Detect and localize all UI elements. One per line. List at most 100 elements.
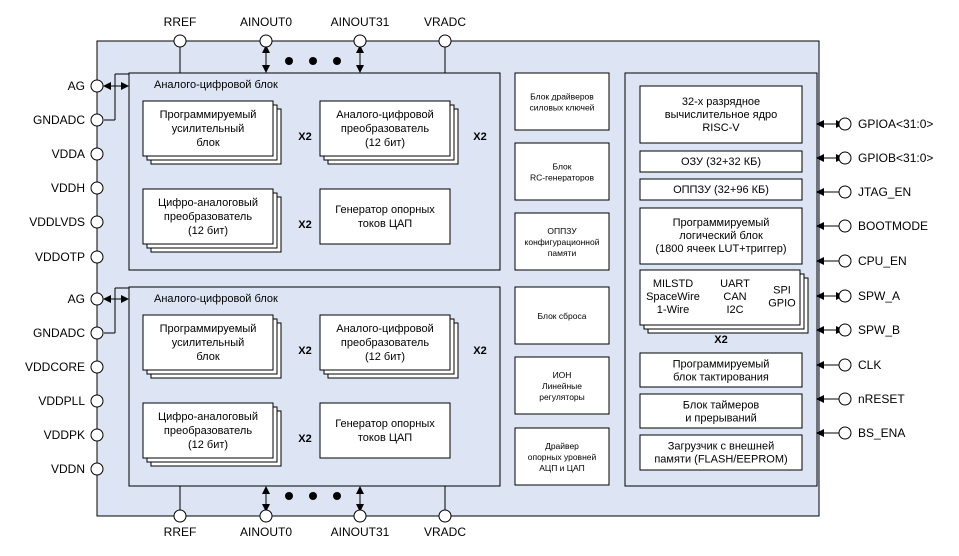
bottom-pin-0-label: RREF	[164, 525, 197, 539]
analog1-pga-text-line: блок	[196, 137, 219, 149]
left-pin-11-label: VDDN	[51, 462, 85, 476]
top-pin-2-label: AINOUT31	[331, 15, 390, 29]
iface-col1-line: MILSTD	[653, 278, 693, 290]
analog-block-2-title: Аналого-цифровой блок	[154, 293, 278, 305]
left-pin-7-label: GNDADC	[33, 326, 85, 340]
top-ellipsis-dot	[333, 57, 341, 65]
analog2-adc-box	[319, 314, 451, 371]
analog1-pga-x2: X2	[298, 131, 311, 143]
analog1-dac-text-line: (12 бит)	[188, 225, 228, 237]
left-pin-8-label: VDDCORE	[25, 360, 85, 374]
right-pin-2-pad	[838, 185, 852, 199]
analog2-pga-box	[142, 314, 274, 371]
middle-box-4-text-line: ИОН	[553, 370, 572, 380]
right-pin-9-pad	[838, 426, 852, 440]
iface-x2: X2	[714, 334, 727, 346]
left-pin-3-pad	[90, 181, 104, 195]
right-pin-3-pad	[838, 219, 852, 233]
top-pin-3-pad	[438, 34, 452, 48]
analog2-gen-text-line: токов ЦАП	[358, 432, 412, 444]
top-pin-1-pad	[259, 34, 273, 48]
left-pin-5-pad	[90, 250, 104, 264]
right-pin-5-label: SPW_A	[858, 289, 900, 303]
timers-text-line: Блок таймеров	[683, 400, 760, 412]
middle-box-3	[514, 286, 610, 345]
analog-block-1-title: Аналого-цифровой блок	[154, 79, 278, 91]
bottom-pin-0-pad	[173, 509, 187, 523]
core-box	[639, 85, 803, 144]
analog1-dac-x2: X2	[298, 219, 311, 231]
bottom-pin-2-pad	[353, 509, 367, 523]
iface-col1-line: 1-Wire	[657, 304, 689, 316]
analog2-pga-text-line: блок	[196, 351, 219, 363]
core-text-line: RISC-V	[702, 122, 740, 134]
timers-box	[639, 393, 803, 429]
analog2-adc-text-line: преобразователь	[341, 337, 429, 349]
iface-col3-line: GPIO	[768, 298, 796, 310]
iface-col2-line: CAN	[723, 291, 746, 303]
left-pin-4-label: VDDLVDS	[29, 215, 85, 229]
iface-col3-line: SPI	[773, 285, 791, 297]
analog1-pga-box	[142, 100, 274, 157]
clk-box	[639, 352, 803, 388]
right-pin-7-label: CLK	[858, 358, 881, 372]
left-pin-11-pad	[90, 462, 104, 476]
bottom-ellipsis-dot	[309, 492, 317, 500]
middle-box-2-text-line: ОППЗУ	[547, 226, 577, 236]
analog1-adc-box	[319, 100, 451, 157]
middle-box-0	[514, 72, 610, 131]
left-pin-7-pad	[90, 326, 104, 340]
analog1-adc-text-line: Аналого-цифровой	[336, 109, 433, 121]
timers-text-line: и прерываний	[685, 413, 757, 425]
middle-box-0-text-line: Блок драйверов	[530, 92, 594, 102]
middle-box-2-text-line: памяти	[548, 248, 577, 258]
analog1-pga-text-line: Программируемый	[160, 109, 257, 121]
analog2-dac-text-line: (12 бит)	[188, 439, 228, 451]
left-pin-0-pad	[90, 79, 104, 93]
bottom-pin-3-label: VRADC	[424, 525, 466, 539]
middle-box-0-text-line: силовых ключей	[530, 103, 595, 113]
left-pin-9-pad	[90, 394, 104, 408]
pld-text-line: логический блок	[679, 230, 763, 242]
middle-box-4	[514, 356, 610, 415]
loader-text-line: Загрузчик с внешней	[668, 441, 774, 453]
analog2-adc-text-line: (12 бит)	[365, 351, 405, 363]
analog1-dac-text-line: Цифро-аналоговый	[158, 197, 258, 209]
middle-box-5-text-line: АЦП и ЦАП	[539, 463, 585, 473]
iface-box	[639, 269, 801, 326]
left-pin-9-label: VDDPLL	[38, 394, 85, 408]
middle-box-4-text-line: Линейные	[542, 381, 582, 391]
core-text-line: 32-х разрядное	[682, 96, 760, 108]
bottom-pin-1-pad	[259, 509, 273, 523]
middle-box-1	[514, 142, 610, 201]
right-pin-8-pad	[838, 392, 852, 406]
middle-box-2	[514, 212, 610, 271]
right-pin-4-pad	[838, 254, 852, 268]
middle-box-1-text-line: RC-генераторов	[530, 173, 594, 183]
right-pin-6-pad	[838, 323, 852, 337]
analog2-adc-text-line: Аналого-цифровой	[336, 323, 433, 335]
bottom-ellipsis-dot	[285, 492, 293, 500]
top-pin-0-pad	[173, 34, 187, 48]
bottom-pin-2-label: AINOUT31	[331, 525, 390, 539]
analog1-adc-text-line: (12 бит)	[365, 137, 405, 149]
left-pin-0-label: AG	[68, 79, 85, 93]
left-pin-4-pad	[90, 215, 104, 229]
analog2-dac-x2: X2	[298, 433, 311, 445]
left-pin-3-label: VDDH	[51, 181, 85, 195]
analog2-gen-text-line: Генератор опорных	[335, 418, 435, 430]
analog1-dac-box	[142, 188, 274, 245]
analog1-gen-text-line: токов ЦАП	[358, 218, 412, 230]
analog2-pga-text-line: усилительный	[172, 337, 245, 349]
analog1-dac-text-line: преобразователь	[164, 211, 252, 223]
analog2-dac-text-line: преобразователь	[164, 425, 252, 437]
left-pin-6-pad	[90, 292, 104, 306]
left-pin-2-pad	[90, 147, 104, 161]
pld-text-line: (1800 ячеек LUT+триггер)	[655, 243, 786, 255]
analog1-adc-x2: X2	[473, 131, 486, 143]
analog2-pga-x2: X2	[298, 345, 311, 357]
top-pin-2-pad	[353, 34, 367, 48]
middle-box-1-text-line: Блок	[553, 162, 572, 172]
bottom-pin-1-label: AINOUT0	[240, 525, 292, 539]
